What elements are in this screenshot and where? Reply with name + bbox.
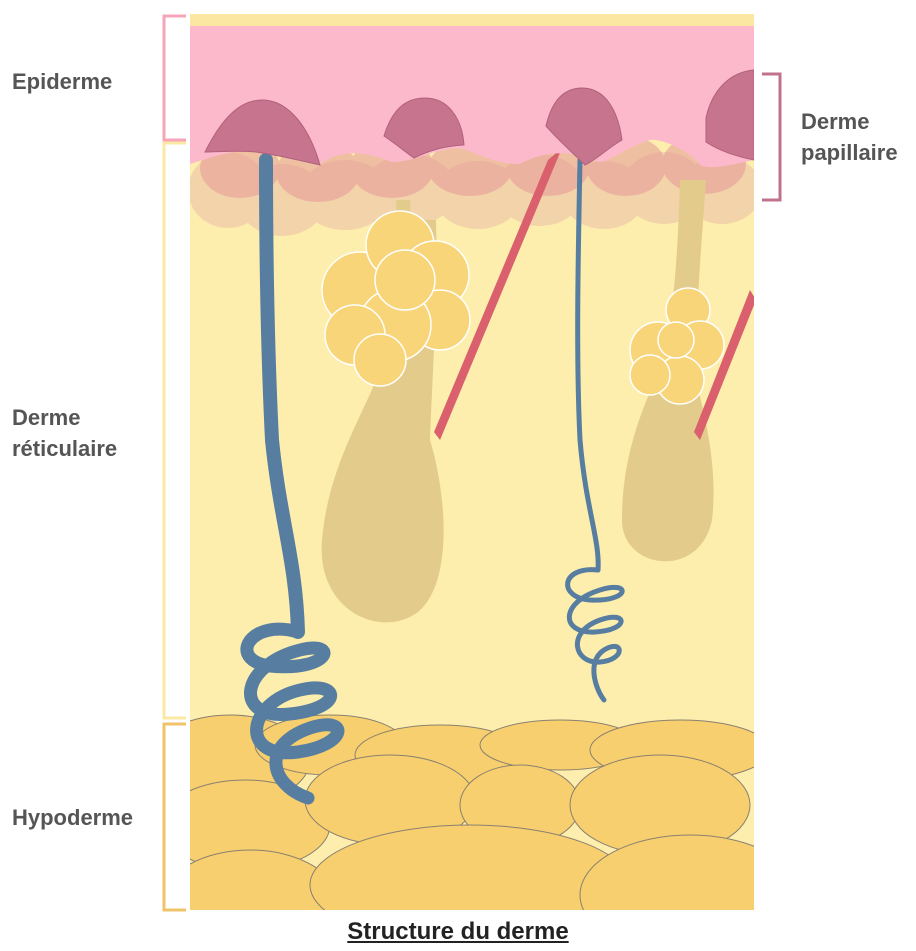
bracket-derme-reticulaire xyxy=(164,143,186,718)
hypodermis-fat xyxy=(150,715,800,951)
label-hypoderme: Hypoderme xyxy=(12,802,133,833)
label-derme-reticulaire-line2: réticulaire xyxy=(12,433,117,464)
label-derme-reticulaire-line1: Derme xyxy=(12,402,117,433)
label-epiderme-text: Epiderme xyxy=(12,69,112,94)
label-derme-papillaire: Derme papillaire xyxy=(801,106,898,168)
stratum-corneum xyxy=(190,14,754,26)
label-derme-papillaire-line2: papillaire xyxy=(801,137,898,168)
bracket-derme-papillaire xyxy=(762,74,780,200)
bracket-epiderme xyxy=(164,16,186,140)
bracket-hypoderme xyxy=(164,724,186,910)
skin-cross-section xyxy=(150,14,800,951)
label-hypoderme-text: Hypoderme xyxy=(12,805,133,830)
label-derme-papillaire-line1: Derme xyxy=(801,106,898,137)
diagram-caption: Structure du derme xyxy=(0,918,916,946)
label-derme-reticulaire: Derme réticulaire xyxy=(12,402,117,464)
label-epiderme: Epiderme xyxy=(12,66,112,97)
caption-text: Structure du derme xyxy=(347,918,568,945)
